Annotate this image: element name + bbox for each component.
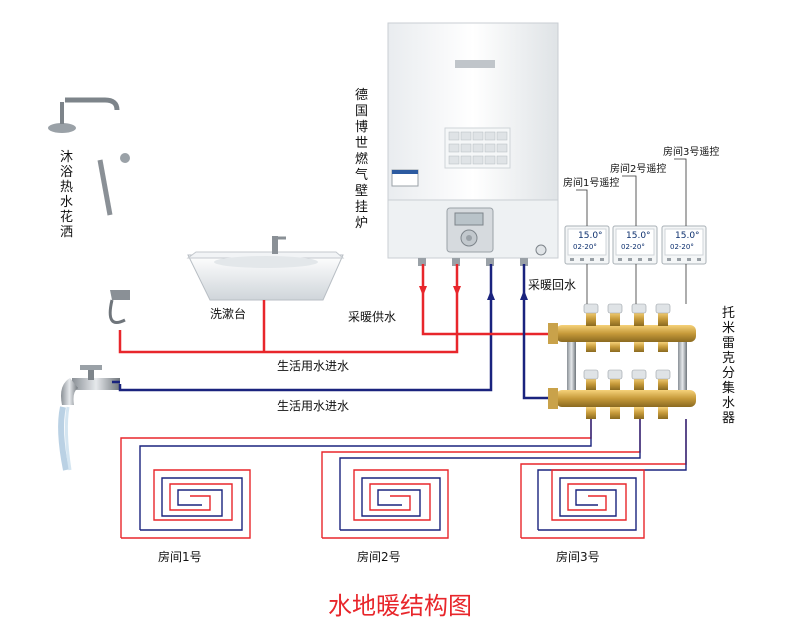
- thermostat-1-temp: 15.0°: [578, 231, 603, 241]
- heating-supply-label: 采暖供水: [348, 310, 397, 324]
- basin-icon: [186, 236, 345, 301]
- domestic-cold-pipe: [112, 264, 493, 392]
- thermostat-2-label: 房间2号遥控: [610, 164, 667, 175]
- manifold-label: 托米雷克分集水器: [722, 306, 736, 426]
- boiler-icon: [387, 22, 559, 266]
- domestic-hot-pipe: [118, 264, 459, 354]
- control-wires: [586, 264, 687, 304]
- heating-return-pipe: [522, 264, 556, 400]
- thermostat-2-temp: 15.0°: [626, 231, 651, 241]
- flow-arrows: [419, 286, 528, 300]
- thermostat-3-label: 房间3号遥控: [663, 147, 720, 158]
- heating-return-label: 采暖回水: [528, 278, 577, 292]
- room-loop-1: [121, 469, 251, 539]
- domestic-cold-label: 生活用水进水: [277, 399, 350, 413]
- faucet-icon: [58, 365, 120, 471]
- room-3-label: 房间3号: [556, 550, 600, 564]
- room-1-label: 房间1号: [158, 550, 202, 564]
- thermostat-1-label: 房间1号遥控: [563, 178, 620, 189]
- room-loop-3: [521, 469, 645, 539]
- page-title: 水地暖结构图: [328, 592, 472, 620]
- shower-icon: [48, 97, 130, 330]
- room-2-label: 房间2号: [357, 550, 401, 564]
- thermostat-2-sub: 02-20°: [621, 243, 645, 251]
- thermostat-1-sub: 02-20°: [573, 243, 597, 251]
- manifold-icon: [548, 303, 696, 419]
- boiler-label: 德国博世燃气壁挂炉: [355, 88, 369, 231]
- shower-label: 沐浴热水花洒: [60, 150, 74, 240]
- thermostat-icon: [564, 225, 707, 265]
- room-loop-2: [322, 469, 449, 539]
- domestic-hot-label: 生活用水进水: [277, 359, 350, 373]
- thermostat-leader-lines: [576, 158, 687, 226]
- thermostat-3-sub: 02-20°: [670, 243, 694, 251]
- thermostat-3-temp: 15.0°: [675, 231, 700, 241]
- basin-label: 洗漱台: [210, 307, 247, 321]
